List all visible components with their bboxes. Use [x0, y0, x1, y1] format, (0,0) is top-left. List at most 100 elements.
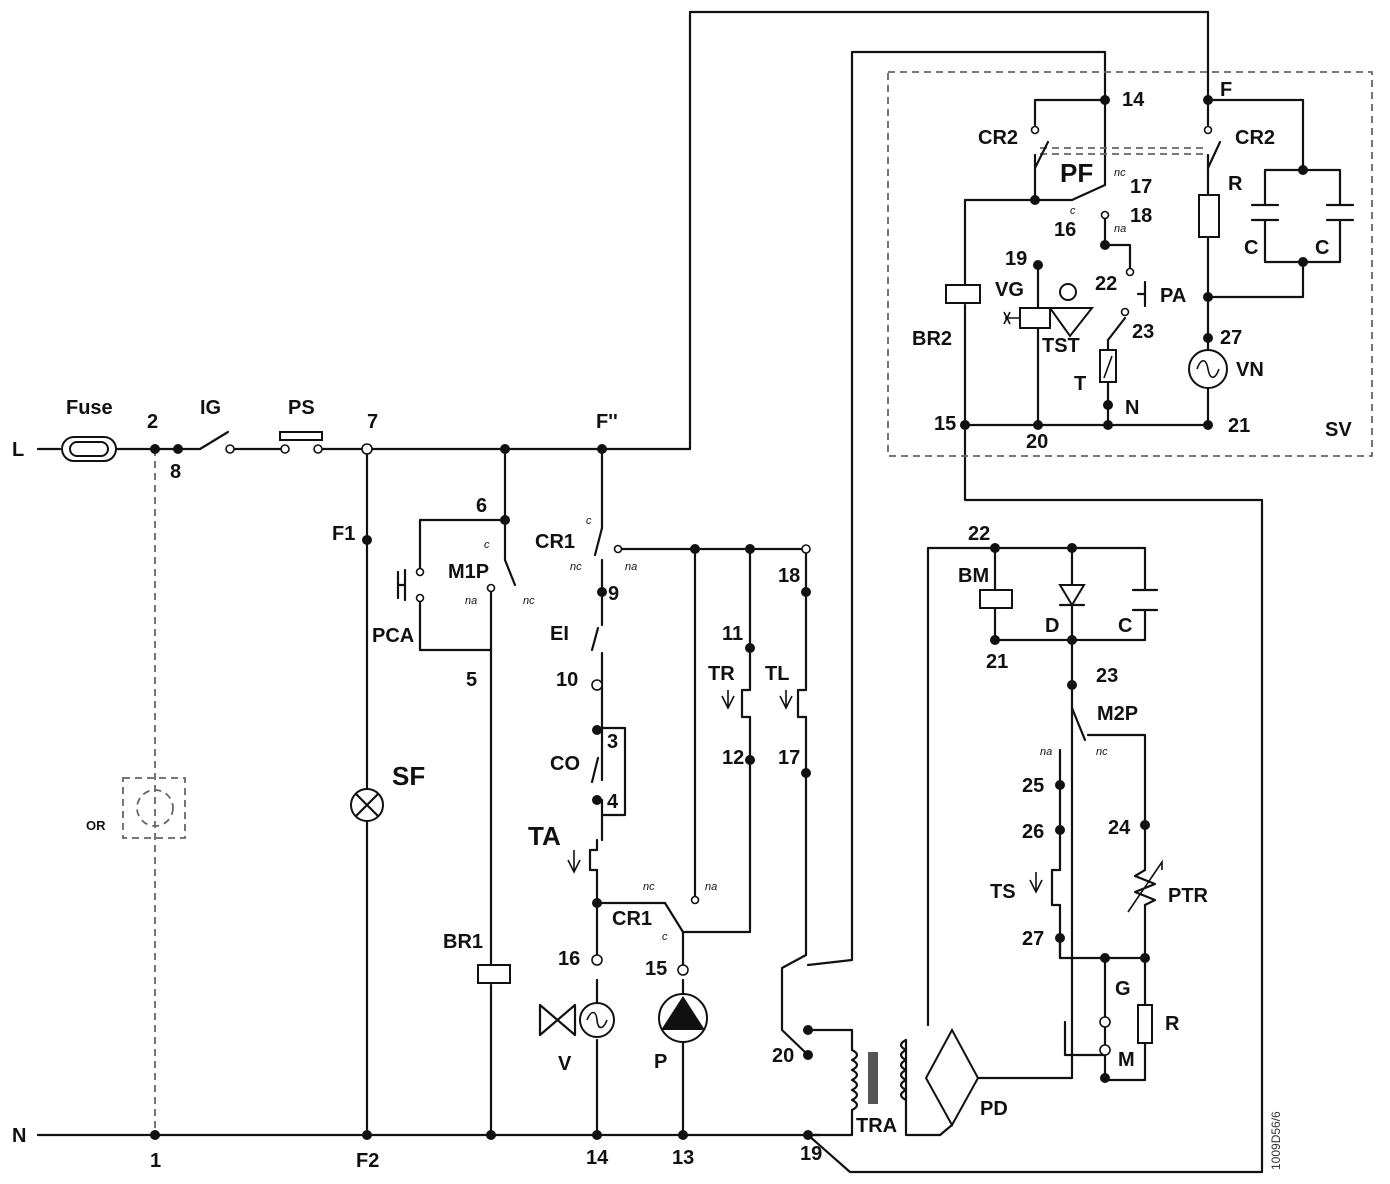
ei-switch — [590, 626, 600, 652]
vg-label: VG — [995, 279, 1024, 301]
sv-r-label: R — [1228, 173, 1243, 195]
tag-c: c — [586, 515, 592, 527]
br1-coil — [477, 964, 511, 984]
s22-label: 22 — [1095, 273, 1117, 295]
r-resistor — [1137, 1004, 1153, 1044]
node-2-label: 2 — [147, 411, 158, 433]
node-12-label: 12 — [722, 747, 744, 769]
tag-na: na — [1040, 746, 1052, 758]
m1p-switch — [486, 558, 517, 593]
node-18-label: 18 — [778, 565, 800, 587]
junctions — [150, 95, 1308, 1140]
neutral-label: N — [12, 1125, 26, 1147]
node-16-label: 16 — [558, 948, 580, 970]
tag-nc: nc — [570, 561, 582, 573]
node-r23-label: 23 — [1096, 665, 1118, 687]
sv-c2-label: C — [1315, 237, 1329, 259]
node-10-label: 10 — [556, 669, 578, 691]
br1-label: BR1 — [443, 931, 483, 953]
cr2-right-label: CR2 — [1235, 127, 1275, 149]
ig-contact — [225, 444, 235, 454]
m1p-label: M1P — [448, 561, 489, 583]
valve-label: V — [558, 1053, 572, 1075]
pa-pressure-switch — [1120, 267, 1147, 317]
vn-label: VN — [1236, 359, 1264, 381]
m-label: M — [1118, 1049, 1135, 1071]
ig-switch — [198, 430, 230, 451]
node-f1-label: F1 — [332, 523, 355, 545]
ps-label: PS — [288, 397, 315, 419]
s15-label: 15 — [934, 413, 956, 435]
sf-lamp-symbol — [350, 788, 384, 822]
live-label: L — [12, 439, 24, 461]
co-label: CO — [550, 753, 580, 775]
or-component — [122, 777, 186, 839]
cr2-right-switch — [1203, 125, 1222, 170]
ta-thermostat — [567, 838, 599, 874]
d-label: D — [1045, 615, 1059, 637]
node-17-label: 17 — [778, 747, 800, 769]
sf-label: SF — [392, 761, 425, 791]
tag-nc: nc — [643, 881, 655, 893]
capacitor-symbol — [1131, 588, 1159, 612]
valve-symbol — [538, 1002, 615, 1038]
node-8-label: 8 — [170, 461, 181, 483]
sv-capacitors — [1250, 203, 1355, 222]
s23-label: 23 — [1132, 321, 1154, 343]
s21-label: 21 — [1228, 415, 1250, 437]
m-contact — [1099, 1044, 1111, 1056]
sv-r-resistor — [1198, 194, 1220, 238]
tag-na: na — [465, 595, 477, 607]
node-13-label: 13 — [672, 1147, 694, 1169]
tr-thermostat — [721, 688, 752, 719]
sv-label: SV — [1325, 419, 1352, 441]
cr2-mechanical-link — [1040, 147, 1205, 155]
pd-bridge — [924, 1027, 980, 1137]
node-5-label: 5 — [466, 669, 477, 691]
ts-thermostat — [1029, 868, 1062, 907]
ps-symbol — [279, 431, 323, 454]
tag-nc: nc — [1096, 746, 1108, 758]
bm-label: BM — [958, 565, 989, 587]
node-14-label: 14 — [586, 1147, 609, 1169]
tag-na: na — [705, 881, 717, 893]
tag-nc: nc — [1114, 167, 1126, 179]
pca-label: PCA — [372, 625, 414, 647]
node-r26-label: 26 — [1022, 821, 1044, 843]
s27-label: 27 — [1220, 327, 1242, 349]
br2-coil — [945, 284, 981, 304]
wiring — [36, 10, 1342, 1174]
pf-switch — [1070, 183, 1110, 220]
cr1-bottom-switch — [663, 895, 700, 934]
ptr-label: PTR — [1168, 885, 1209, 907]
node-7-label: 7 — [367, 411, 378, 433]
node-f2-label: F2 — [356, 1150, 379, 1172]
t-label: T — [1074, 373, 1086, 395]
tst-label: TST — [1042, 335, 1080, 357]
node-6-label: 6 — [476, 495, 487, 517]
fuse-label: Fuse — [66, 397, 113, 419]
tr-label: TR — [708, 663, 735, 685]
cr1-top-switch — [593, 526, 623, 557]
diode-symbol — [1058, 584, 1086, 607]
fuse-symbol — [61, 436, 117, 462]
sv-n-label: N — [1125, 397, 1139, 419]
node-1-label: 1 — [150, 1150, 161, 1172]
pf-label: PF — [1060, 158, 1093, 188]
contact-tags: c na nc c nc na nc na c na nc nc c na — [465, 167, 1126, 943]
br2-label: BR2 — [912, 328, 952, 350]
co-switch — [590, 756, 600, 784]
or-label: OR — [86, 818, 106, 833]
node-r24-label: 24 — [1108, 817, 1131, 839]
ta-label: TA — [528, 821, 561, 851]
cr2-left-switch — [1030, 125, 1050, 170]
node-r21-label: 21 — [986, 651, 1008, 673]
m2p-switch — [1070, 706, 1087, 742]
tag-c: c — [662, 931, 668, 943]
tag-c: c — [1070, 205, 1076, 217]
tl-thermostat — [779, 688, 808, 719]
node-9-label: 9 — [608, 583, 619, 605]
node-r25-label: 25 — [1022, 775, 1044, 797]
s19-label: 19 — [1005, 248, 1027, 270]
cr1-top-label: CR1 — [535, 531, 575, 553]
